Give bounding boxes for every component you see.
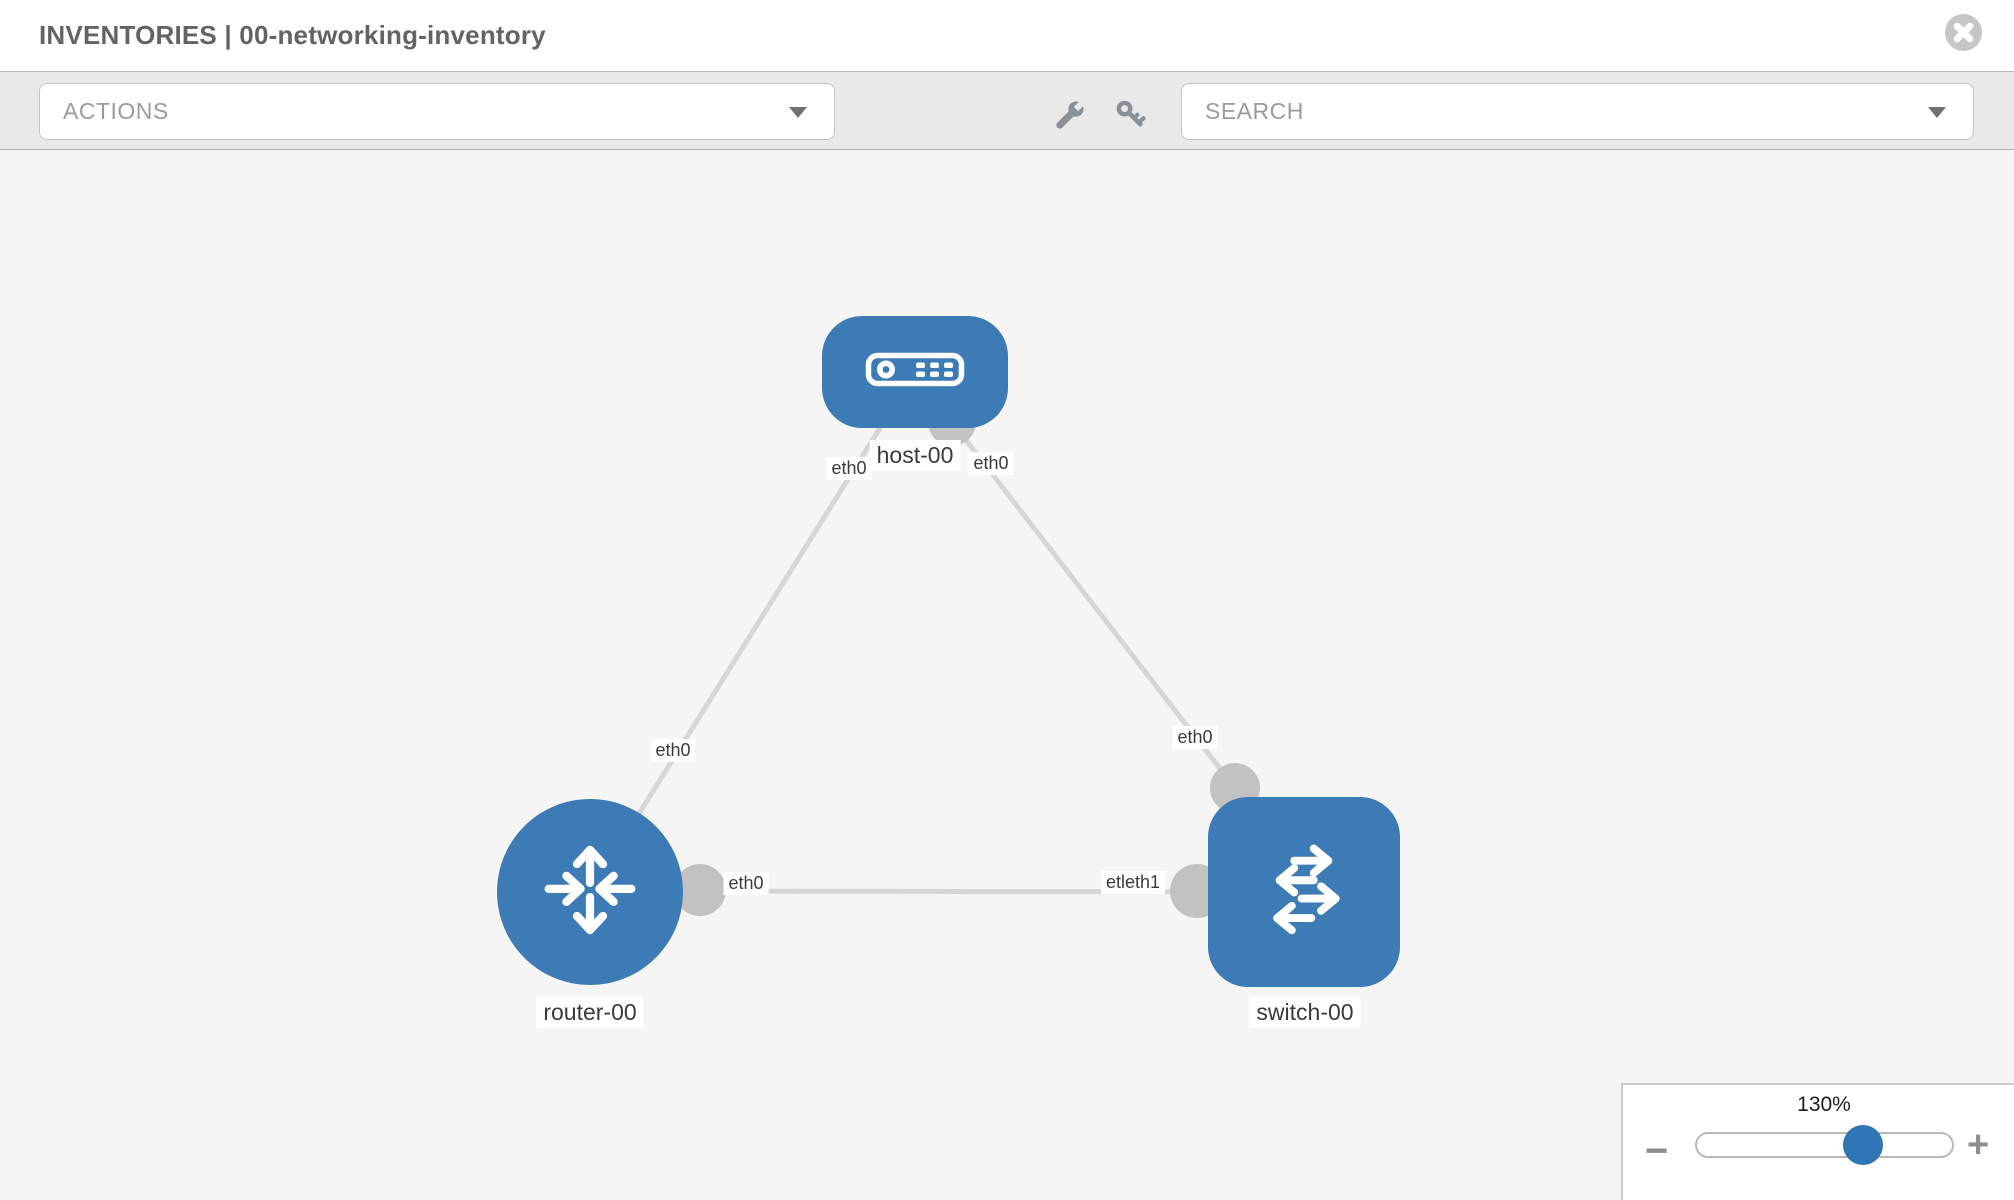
interface-label: eth0 bbox=[968, 452, 1014, 475]
toolbar: ACTIONS bbox=[0, 71, 2014, 150]
node-label-router: router-00 bbox=[536, 997, 644, 1028]
minus-icon: − bbox=[1645, 1129, 1669, 1173]
router-icon bbox=[531, 831, 649, 954]
zoom-slider-track[interactable] bbox=[1695, 1125, 1954, 1165]
host-icon bbox=[865, 352, 965, 393]
header: INVENTORIES | 00-networking-inventory bbox=[0, 0, 2014, 71]
wrench-icon bbox=[1050, 99, 1088, 138]
caret-down-icon bbox=[789, 106, 807, 118]
interface-label: eth0 bbox=[723, 872, 769, 895]
zoom-in-button[interactable]: + bbox=[1967, 1126, 1989, 1164]
node-switch[interactable] bbox=[1208, 797, 1400, 987]
node-host[interactable] bbox=[822, 316, 1008, 428]
zoom-slider-handle[interactable] bbox=[1842, 1125, 1883, 1165]
search-label: SEARCH bbox=[1205, 98, 1304, 124]
node-label-host: host-00 bbox=[869, 440, 961, 471]
key-icon bbox=[1113, 100, 1151, 138]
caret-down-icon bbox=[1928, 106, 1946, 118]
wrench-button[interactable] bbox=[1047, 95, 1091, 139]
zoom-value: 130% bbox=[1797, 1093, 1851, 1116]
plus-icon: + bbox=[1967, 1124, 1990, 1166]
switch-icon bbox=[1243, 829, 1365, 956]
interface-label: etleth1 bbox=[1100, 871, 1166, 894]
key-button[interactable] bbox=[1110, 95, 1154, 139]
page-title: INVENTORIES | 00-networking-inventory bbox=[39, 20, 546, 50]
close-icon bbox=[1944, 13, 1983, 55]
interface-label: eth0 bbox=[1172, 726, 1218, 749]
close-button[interactable] bbox=[1944, 13, 1983, 52]
interface-label: eth0 bbox=[826, 457, 872, 480]
interface-label: eth0 bbox=[650, 739, 696, 762]
port-router-eth0[interactable] bbox=[674, 864, 726, 916]
zoom-panel: 130% − + bbox=[1621, 1083, 2014, 1200]
links-layer bbox=[587, 370, 1306, 918]
topology-canvas: eth0 eth0 eth0 eth0 eth0 etleth1 host-00… bbox=[0, 150, 2014, 1200]
actions-label: ACTIONS bbox=[63, 98, 169, 124]
actions-dropdown[interactable]: ACTIONS bbox=[39, 83, 835, 140]
search-dropdown[interactable]: SEARCH bbox=[1181, 83, 1974, 140]
node-router[interactable] bbox=[497, 799, 683, 985]
zoom-out-button[interactable]: − bbox=[1645, 1131, 1668, 1171]
node-label-switch: switch-00 bbox=[1249, 997, 1361, 1028]
